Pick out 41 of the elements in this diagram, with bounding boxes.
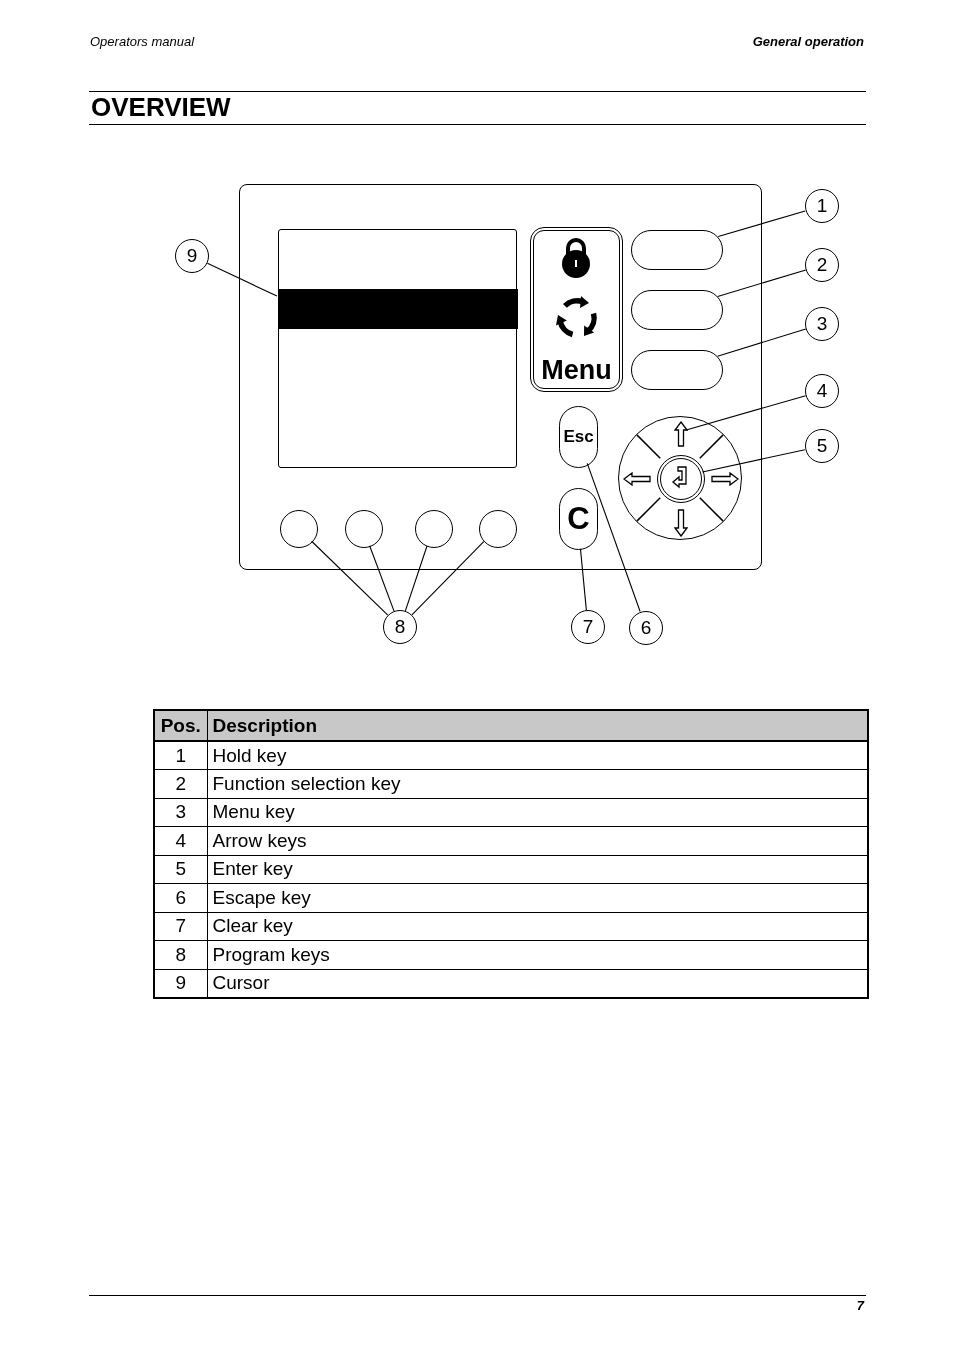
- position-number: 4: [154, 826, 207, 855]
- header-text: Operators manual: [90, 34, 195, 49]
- leader-line: [206, 262, 278, 297]
- position-number: 8: [154, 940, 207, 969]
- leader-line: [404, 545, 428, 612]
- column-header: Description: [207, 710, 868, 741]
- leader-line: [717, 210, 806, 238]
- cursor-bar: [279, 289, 518, 329]
- leader-line: [701, 449, 806, 473]
- menu-key: [530, 227, 623, 392]
- position-number: 1: [154, 741, 207, 770]
- callout-number: 6: [629, 611, 663, 645]
- display-screen: [278, 229, 517, 468]
- page-number: 7: [856, 1298, 864, 1313]
- section-header: General operation: [752, 34, 864, 49]
- page-title: OVERVIEW: [91, 92, 231, 123]
- menu-label: Menu: [540, 354, 613, 386]
- position-number: 3: [154, 798, 207, 827]
- leader-line: [311, 540, 389, 616]
- position-number: 6: [154, 883, 207, 912]
- leader-line: [411, 541, 485, 616]
- leader-line: [685, 395, 807, 431]
- position-number: 2: [154, 769, 207, 798]
- leader-line: [717, 269, 807, 297]
- up-arrow-key: [674, 421, 688, 447]
- callout-number: 8: [383, 610, 417, 644]
- callout-number: 4: [805, 374, 839, 408]
- leader-line: [586, 462, 641, 613]
- callout-number: 5: [805, 429, 839, 463]
- leader-line: [369, 545, 395, 612]
- leader-line: [579, 548, 587, 611]
- callout-number: 7: [571, 610, 605, 644]
- leader-line: [717, 328, 807, 357]
- position-number: 7: [154, 912, 207, 941]
- callout-number: 1: [805, 189, 839, 223]
- callout-number: 3: [805, 307, 839, 341]
- position-number: 5: [154, 855, 207, 884]
- control-panel: [239, 184, 762, 570]
- callout-number: 2: [805, 248, 839, 282]
- column-header: Pos.: [154, 710, 207, 741]
- callout-number: 9: [175, 239, 209, 273]
